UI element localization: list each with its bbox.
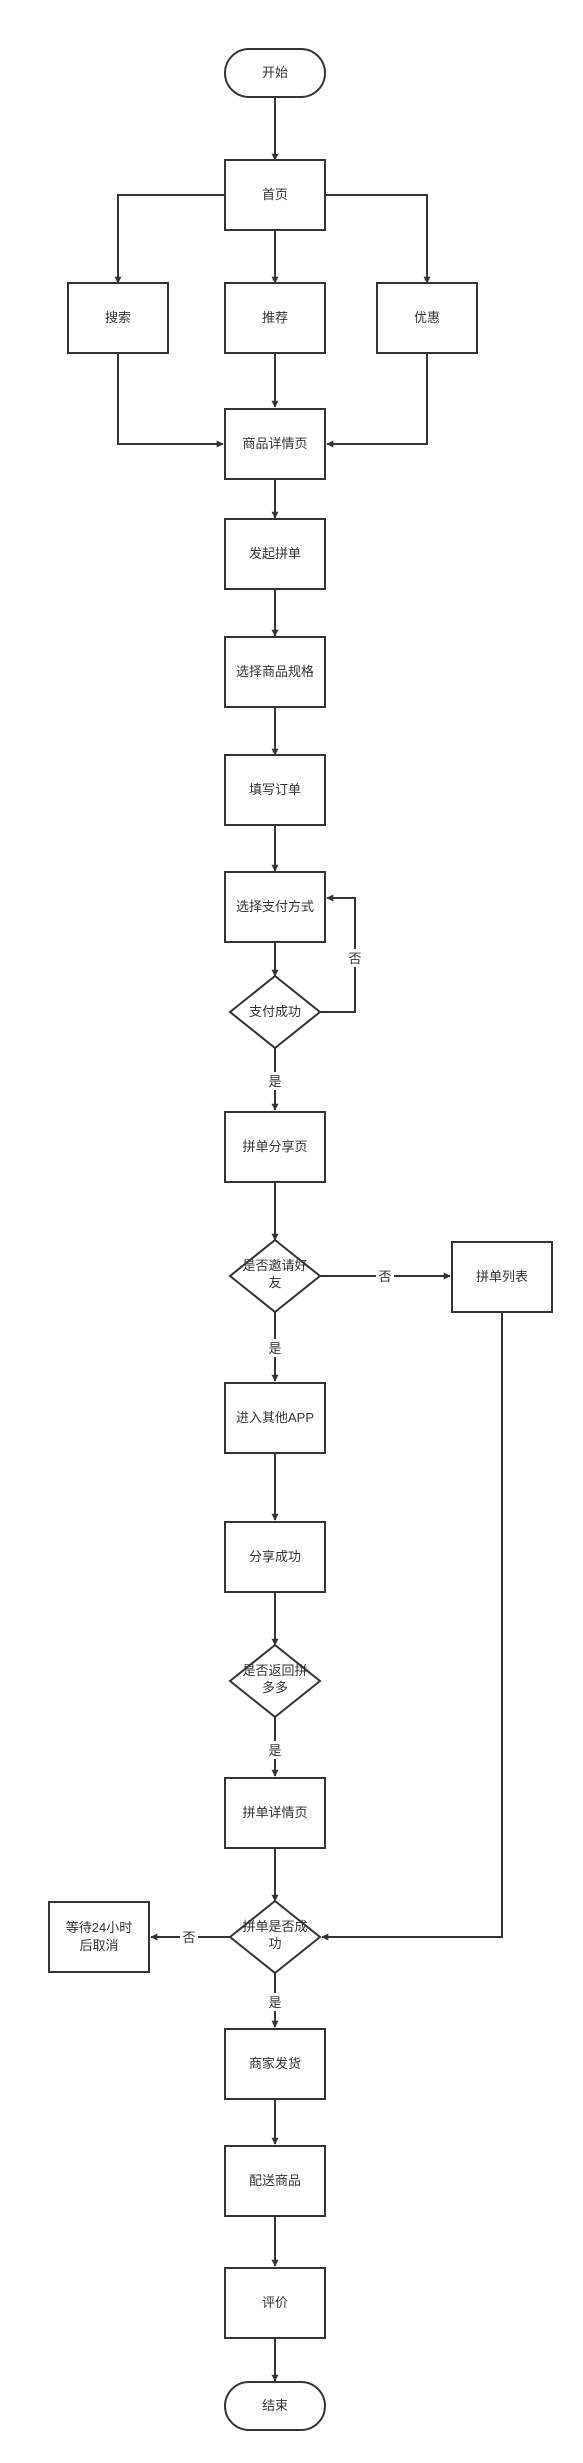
edge-label-pay-no: 否	[346, 949, 364, 967]
edge-label-pay-yes: 是	[266, 1072, 284, 1090]
svg-text:否: 否	[348, 951, 361, 966]
svg-text:发起拼单: 发起拼单	[249, 546, 301, 561]
node-product-detail: 商品详情页	[224, 408, 326, 480]
node-end: 结束	[224, 2381, 326, 2431]
svg-text:拼单列表: 拼单列表	[476, 1269, 528, 1284]
node-start: 开始	[224, 48, 326, 98]
decision-pay-success: 支付成功	[228, 974, 322, 1050]
node-review: 评价	[224, 2267, 326, 2339]
svg-text:多多: 多多	[262, 1680, 288, 1695]
svg-text:否: 否	[378, 1269, 391, 1284]
decision-invite-friends: 是否邀请好 友	[228, 1238, 322, 1314]
svg-text:配送商品: 配送商品	[249, 2173, 301, 2188]
node-share-page: 拼单分享页	[224, 1111, 326, 1183]
svg-text:是: 是	[268, 1995, 281, 2010]
svg-text:首页: 首页	[262, 187, 288, 202]
svg-text:拼单详情页: 拼单详情页	[242, 1805, 307, 1820]
svg-text:友: 友	[268, 1275, 281, 1290]
node-launch-group: 发起拼单	[224, 518, 326, 590]
node-pay-method: 选择支付方式	[224, 871, 326, 943]
node-merchant-ship: 商家发货	[224, 2028, 326, 2100]
svg-text:结束: 结束	[262, 2398, 288, 2413]
svg-text:分享成功: 分享成功	[249, 1549, 301, 1564]
svg-text:是: 是	[268, 1743, 281, 1758]
svg-text:支付成功: 支付成功	[249, 1004, 301, 1019]
edge-home-discount	[325, 194, 431, 284]
svg-text:等待24小时: 等待24小时	[66, 1920, 132, 1935]
svg-text:填写订单: 填写订单	[249, 782, 301, 797]
decision-return-pdd: 是否返回拼 多多	[228, 1643, 322, 1719]
svg-text:拼单是否成: 拼单是否成	[242, 1919, 307, 1934]
svg-text:是: 是	[268, 1341, 281, 1356]
node-discount: 优惠	[376, 282, 478, 354]
node-group-list: 拼单列表	[451, 1241, 553, 1313]
edge-grouplist-groupok	[321, 1312, 503, 1941]
edge-label-group-no: 否	[180, 1928, 198, 1946]
svg-text:是: 是	[268, 1074, 281, 1089]
node-recommend: 推荐	[224, 282, 326, 354]
svg-text:是否返回拼: 是否返回拼	[242, 1663, 307, 1678]
svg-text:进入其他APP: 进入其他APP	[236, 1410, 314, 1425]
svg-text:拼单分享页: 拼单分享页	[242, 1139, 307, 1154]
svg-text:是否邀请好: 是否邀请好	[242, 1258, 307, 1273]
svg-text:开始: 开始	[262, 65, 288, 80]
svg-text:选择支付方式: 选择支付方式	[236, 899, 314, 914]
edge-label-invite-no: 否	[376, 1267, 394, 1285]
edge-discount-detail	[326, 353, 428, 448]
svg-text:搜索: 搜索	[105, 310, 131, 325]
svg-text:商家发货: 商家发货	[249, 2056, 301, 2071]
svg-text:优惠: 优惠	[414, 310, 440, 325]
decision-group-success: 拼单是否成 功	[228, 1899, 322, 1975]
edge-label-return-yes: 是	[266, 1741, 284, 1759]
edge-home-search	[114, 194, 225, 284]
svg-text:功: 功	[268, 1936, 281, 1951]
svg-text:评价: 评价	[262, 2295, 288, 2310]
node-fill-order: 填写订单	[224, 754, 326, 826]
svg-text:后取消: 后取消	[79, 1938, 118, 1953]
svg-text:选择商品规格: 选择商品规格	[236, 664, 314, 679]
node-deliver: 配送商品	[224, 2145, 326, 2217]
edge-search-detail	[117, 353, 224, 448]
svg-text:推荐: 推荐	[262, 310, 288, 325]
node-home: 首页	[224, 159, 326, 231]
node-search: 搜索	[67, 282, 169, 354]
node-enter-other-app: 进入其他APP	[224, 1382, 326, 1454]
edge-label-invite-yes: 是	[266, 1339, 284, 1357]
node-select-spec: 选择商品规格	[224, 636, 326, 708]
node-wait-cancel: 等待24小时 后取消	[48, 1901, 150, 1973]
node-share-success: 分享成功	[224, 1521, 326, 1593]
svg-text:否: 否	[182, 1930, 195, 1945]
edge-label-group-yes: 是	[266, 1993, 284, 2011]
svg-text:商品详情页: 商品详情页	[242, 436, 307, 451]
node-group-detail: 拼单详情页	[224, 1777, 326, 1849]
